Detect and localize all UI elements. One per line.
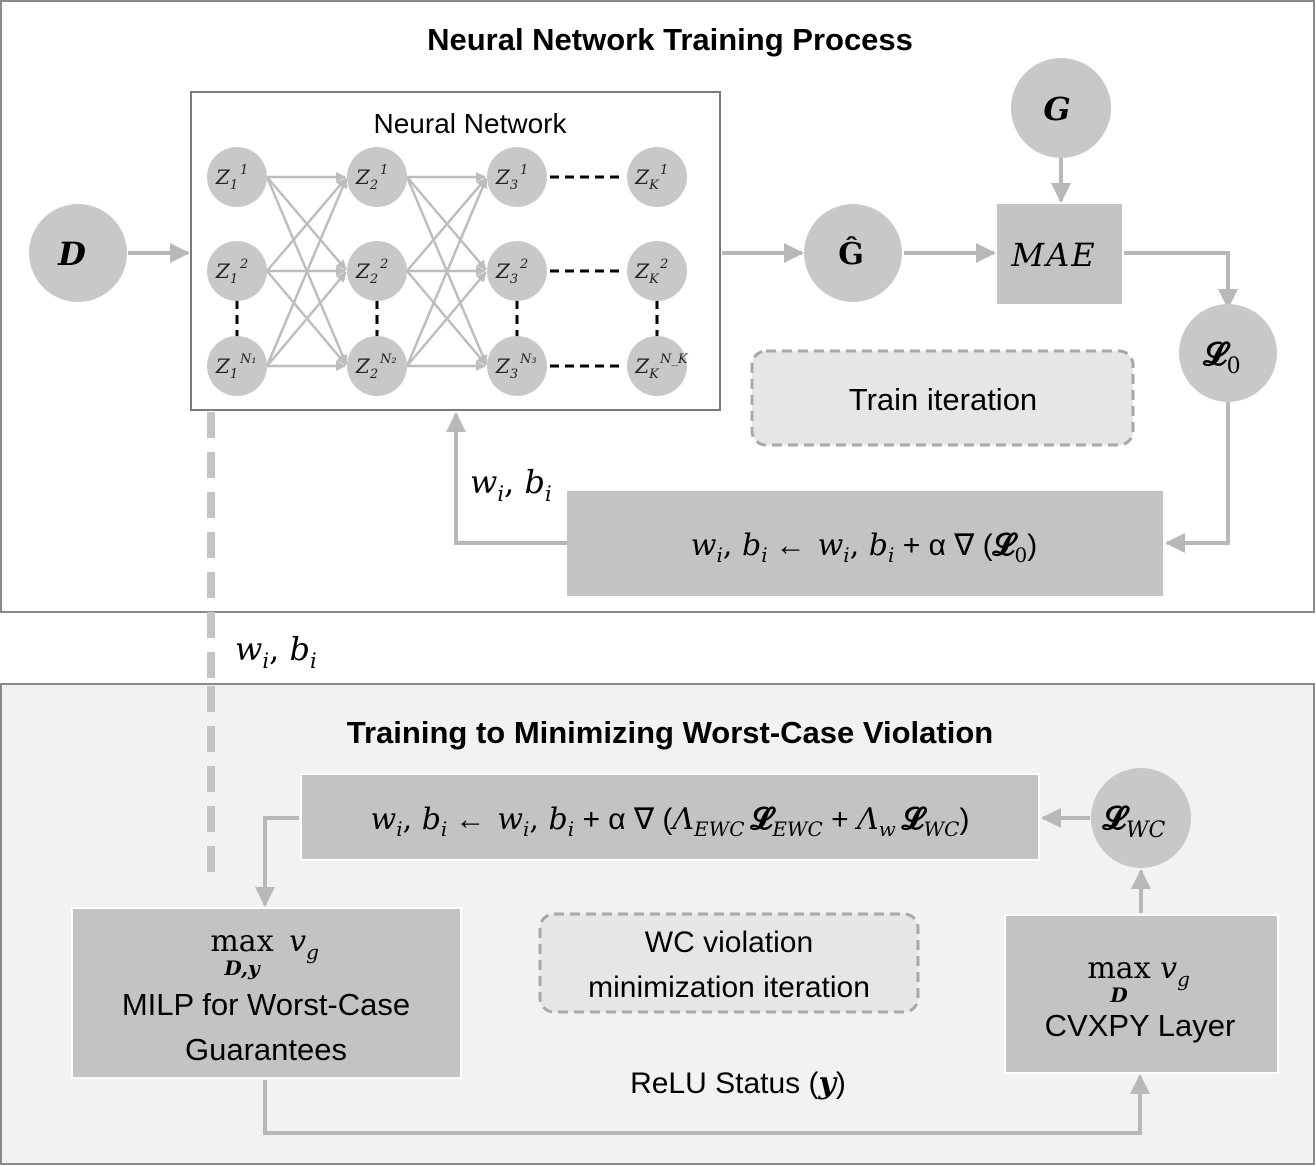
nn-node-superscript: N₃ xyxy=(519,352,537,367)
cvxpy-objective-subscript: D xyxy=(1109,983,1128,1007)
cvxpy-line1: CVXPY Layer xyxy=(1045,1008,1236,1043)
nn-node-label: Z3 xyxy=(495,354,518,382)
nn-node-superscript: 1 xyxy=(240,163,248,178)
arrow-mae-to-l0 xyxy=(1124,251,1238,309)
nn-node-superscript: 1 xyxy=(380,163,388,178)
neural-network-label: Neural Network xyxy=(374,108,568,139)
nn-node-superscript: 2 xyxy=(239,257,248,272)
nn-node xyxy=(207,147,267,207)
nn-node xyxy=(627,336,687,396)
input-node-d xyxy=(29,204,127,302)
nn-node xyxy=(487,147,547,207)
nn-node-label: Z3 xyxy=(495,165,518,193)
nn-connections xyxy=(265,172,488,371)
mae-label: MAE xyxy=(1010,236,1096,274)
arrow-l0-to-update xyxy=(1165,402,1230,553)
output-node-ghat xyxy=(804,204,902,302)
ground-truth-node-g xyxy=(1011,58,1111,158)
nn-dashed-links xyxy=(235,175,659,368)
nn-node-label: Z1 xyxy=(215,259,238,287)
nn-edge xyxy=(406,271,487,367)
nn-node-superscript: 1 xyxy=(520,163,528,178)
nn-node xyxy=(627,147,687,207)
nn-node-label: Z1 xyxy=(215,165,238,193)
nn-node-label: Z2 xyxy=(355,259,378,287)
nn-node xyxy=(207,241,267,301)
train-iteration-box xyxy=(750,349,1135,447)
nn-node xyxy=(347,336,407,396)
nn-node-label: Z2 xyxy=(355,165,378,193)
cvxpy-box xyxy=(1004,914,1279,1074)
milp-box xyxy=(71,907,462,1079)
arrow-milp-to-cvxpy xyxy=(263,1074,1150,1135)
loss-node-wc xyxy=(1091,768,1191,868)
mae-box xyxy=(997,204,1122,304)
milp-objective-subscript: D,y xyxy=(223,956,261,980)
nn-node xyxy=(487,336,547,396)
milp-line2: Guarantees xyxy=(185,1032,347,1067)
wc-iteration-box xyxy=(538,912,920,1014)
output-node-ghat-label: Ĝ xyxy=(838,236,864,272)
milp-objective-v: vg xyxy=(289,924,319,964)
wc-iteration-line2: minimization iteration xyxy=(588,971,870,1004)
milp-line1: MILP for Worst-Case xyxy=(122,987,410,1022)
cvxpy-objective-max: max xyxy=(1087,951,1150,986)
nn-node-label: ZK xyxy=(634,259,660,287)
nn-node-superscript: 2 xyxy=(379,257,388,272)
nn-node-label: ZK xyxy=(634,354,660,382)
update-rule-box-top xyxy=(567,491,1163,596)
nn-node-superscript: 1 xyxy=(660,163,668,178)
arrow-update-to-milp xyxy=(255,816,299,907)
nn-edge xyxy=(406,177,487,272)
wc-iteration-line1: WC violation xyxy=(645,926,813,959)
nn-edge xyxy=(266,271,347,367)
nn-node-superscript: 2 xyxy=(659,257,668,272)
nn-edge xyxy=(266,177,347,272)
nn-node xyxy=(347,147,407,207)
update-rule-box-bottom xyxy=(300,773,1040,861)
nn-edge xyxy=(405,177,488,367)
ground-truth-node-g-label: G xyxy=(1043,90,1070,128)
input-node-d-label: D xyxy=(57,235,86,273)
nn-node xyxy=(207,336,267,396)
nn-node-superscript: N₂ xyxy=(379,352,397,367)
nn-node-superscript: N_K xyxy=(659,352,689,367)
update-rule-top: wi, bi←wi, bi + α ∇ (𝓛0) xyxy=(691,528,1037,567)
nn-node-label: ZK xyxy=(634,165,660,193)
bottom-panel-title: Training to Minimizing Worst-Case Violat… xyxy=(347,715,993,750)
loss-node-l0 xyxy=(1179,304,1277,402)
nn-node-label: Z1 xyxy=(215,354,238,382)
nn-node xyxy=(627,241,687,301)
nn-edge xyxy=(265,177,348,367)
nn-node-label: Z2 xyxy=(355,354,378,382)
nn-node-superscript: 2 xyxy=(519,257,528,272)
nn-node xyxy=(347,241,407,301)
nn-node xyxy=(487,241,547,301)
loss-node-l0-label: 𝓛0 xyxy=(1202,335,1240,379)
train-iteration-label: Train iteration xyxy=(849,382,1037,417)
nn-node-superscript: N₁ xyxy=(239,352,257,367)
milp-objective-max: max xyxy=(210,924,273,959)
weights-label-middle: wi, bi xyxy=(235,630,317,673)
top-panel-title: Neural Network Training Process xyxy=(427,22,913,57)
loss-node-wc-label: 𝓛WC xyxy=(1102,799,1166,843)
arrow-update-to-nn xyxy=(446,412,567,545)
nn-node-label: Z3 xyxy=(495,259,518,287)
cvxpy-objective-v: vg xyxy=(1160,951,1190,991)
weights-label-top: wi, bi xyxy=(470,463,552,506)
relu-status-label: ReLU Status (y) xyxy=(630,1066,846,1101)
